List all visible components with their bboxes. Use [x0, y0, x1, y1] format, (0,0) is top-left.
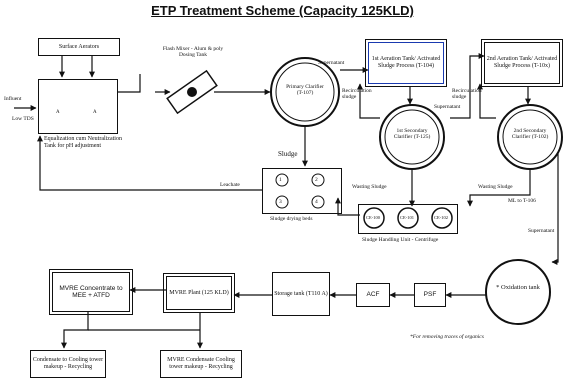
influent-sub-label: Low TDS: [12, 116, 34, 122]
condensate-label-1: Condensate to Cooling tower makeup - Rec…: [32, 357, 104, 370]
diagram-title: ETP Treatment Scheme (Capacity 125KLD): [151, 3, 414, 18]
equalization-tank-label: Equalization cum Neutralization Tank for…: [44, 136, 122, 149]
secondary-clarifier-1-label: 1st Secondary Clarifier (T-125): [393, 128, 431, 141]
centrifuge-2: CE-101: [400, 215, 414, 220]
surface-aerators-box: Surface Aerators: [38, 38, 120, 56]
leachate-arrow: [37, 135, 262, 191]
eq-right-mark: A: [93, 110, 97, 115]
sdb-cell-1: 1: [279, 177, 282, 183]
flash-mixer-core: [187, 87, 197, 97]
centrifuge-3-circle: [431, 207, 453, 229]
oxidation-circle: [485, 259, 551, 325]
secondary1-circle: [379, 104, 445, 170]
sludge-handling-box: [358, 204, 458, 234]
acf-label: ACF: [366, 291, 380, 299]
condensate-box-1: Condensate to Cooling tower makeup - Rec…: [30, 350, 106, 378]
aeration-tank-1-label: 1st Aeration Tank/ Activated Sludge Proc…: [371, 56, 441, 69]
equalization-tank: [38, 79, 118, 134]
wasting2-arrow: [467, 168, 531, 207]
wasting-sludge-label-2: Wasting Sludge: [478, 184, 513, 190]
secondary-clarifier-2-label: 2nd Secondary Clarifier (T-102): [511, 128, 549, 141]
secondary2-circle: [497, 104, 563, 170]
recirc2-arrow: [477, 83, 496, 119]
mvre-concentrate-box: MVRE Concentrate to MEE + ATFD: [49, 269, 133, 315]
ml-to-label: ML to T-106: [508, 198, 536, 204]
psf-label: PSF: [423, 291, 437, 299]
aeration-tank-1: 1st Aeration Tank/ Activated Sludge Proc…: [365, 39, 447, 87]
primary-clarifier-circle: [270, 57, 340, 127]
to-condensate1-arrow: [61, 312, 89, 349]
mvre-concentrate-label: MVRE Concentrate to MEE + ATFD: [59, 284, 123, 299]
sdb-cell-4: 4: [315, 199, 318, 205]
recirc1-arrow: [357, 83, 380, 119]
sdb-cell-3: 3: [279, 199, 282, 205]
storage-tank-box: Storage tank (T110 A): [272, 272, 330, 316]
sdb-cell-1-circle: [275, 173, 289, 187]
wasting-sludge-label-1: Wasting Sludge: [352, 184, 387, 190]
recirculation-label-1: Recirculation sludge: [342, 88, 372, 101]
mvre-plant-box: MVRE Plant (125 KLD): [163, 273, 235, 313]
psf-box: PSF: [414, 283, 446, 307]
secondary1-inner: [384, 109, 440, 165]
condensate-box-2: MVRE Condensate Cooling tower makeup - R…: [160, 350, 242, 378]
eq-left-mark: A: [56, 110, 60, 115]
oxidation-note: *For removing traces of organics: [410, 334, 484, 340]
centrifuge-to-sdb-arrow: [335, 197, 360, 216]
primary-clarifier-label: Primary Clarifier (T-107): [286, 84, 324, 97]
recirculation-label-2: Recirculation sludge: [452, 88, 482, 101]
secondary2-inner: [502, 109, 558, 165]
sludge-handling-label: Sludge Handling Unit - Centrifuge: [362, 237, 439, 243]
centrifuge-1-circle: [363, 207, 385, 229]
sdb-cell-2: 2: [315, 177, 318, 183]
eq-to-flash-line: [118, 74, 141, 93]
supernatant-label-2: Supernatant: [434, 104, 461, 110]
condensate-label-2: MVRE Condensate Cooling tower makeup - R…: [167, 357, 235, 370]
flash-mixer-label: Flash Mixer - Alum & poly Dosing Tank: [162, 46, 224, 59]
primary-clarifier-inner: [275, 62, 335, 122]
acf-box: ACF: [356, 283, 390, 307]
leachate-label: Leachate: [220, 182, 240, 188]
sludge-label: Sludge: [278, 150, 298, 158]
centrifuge-2-circle: [397, 207, 419, 229]
oxidation-tank-label: * Oxidation tank: [496, 284, 540, 291]
sec2-to-oxidation-arrow: [551, 150, 559, 265]
supernatant-label-3: Supernatant: [528, 228, 555, 234]
sdb-cell-2-circle: [311, 173, 325, 187]
aeration-tank-2: 2nd Aeration Tank/ Activated Sludge Proc…: [481, 39, 563, 87]
storage-tank-label: Storage tank (T110 A): [274, 290, 328, 297]
influent-label: Influent: [4, 96, 22, 102]
centrifuge-3: CE-102: [434, 215, 448, 220]
sludge-drying-beds-box: [262, 168, 342, 214]
mvre-plant-label: MVRE Plant (125 KLD): [169, 289, 229, 296]
sludge-drying-beds-label: Sludge drying beds: [270, 216, 313, 222]
supernatant-label-1: Supernatant: [318, 60, 345, 66]
sec1-to-aeration2-arrow: [450, 53, 485, 119]
centrifuge-1: CE-100: [366, 215, 380, 220]
sdb-cell-4-circle: [311, 195, 325, 209]
aeration-tank-2-label: 2nd Aeration Tank/ Activated Sludge Proc…: [486, 56, 558, 69]
sdb-cell-3-circle: [275, 195, 289, 209]
surface-aerators-label: Surface Aerators: [58, 43, 100, 50]
